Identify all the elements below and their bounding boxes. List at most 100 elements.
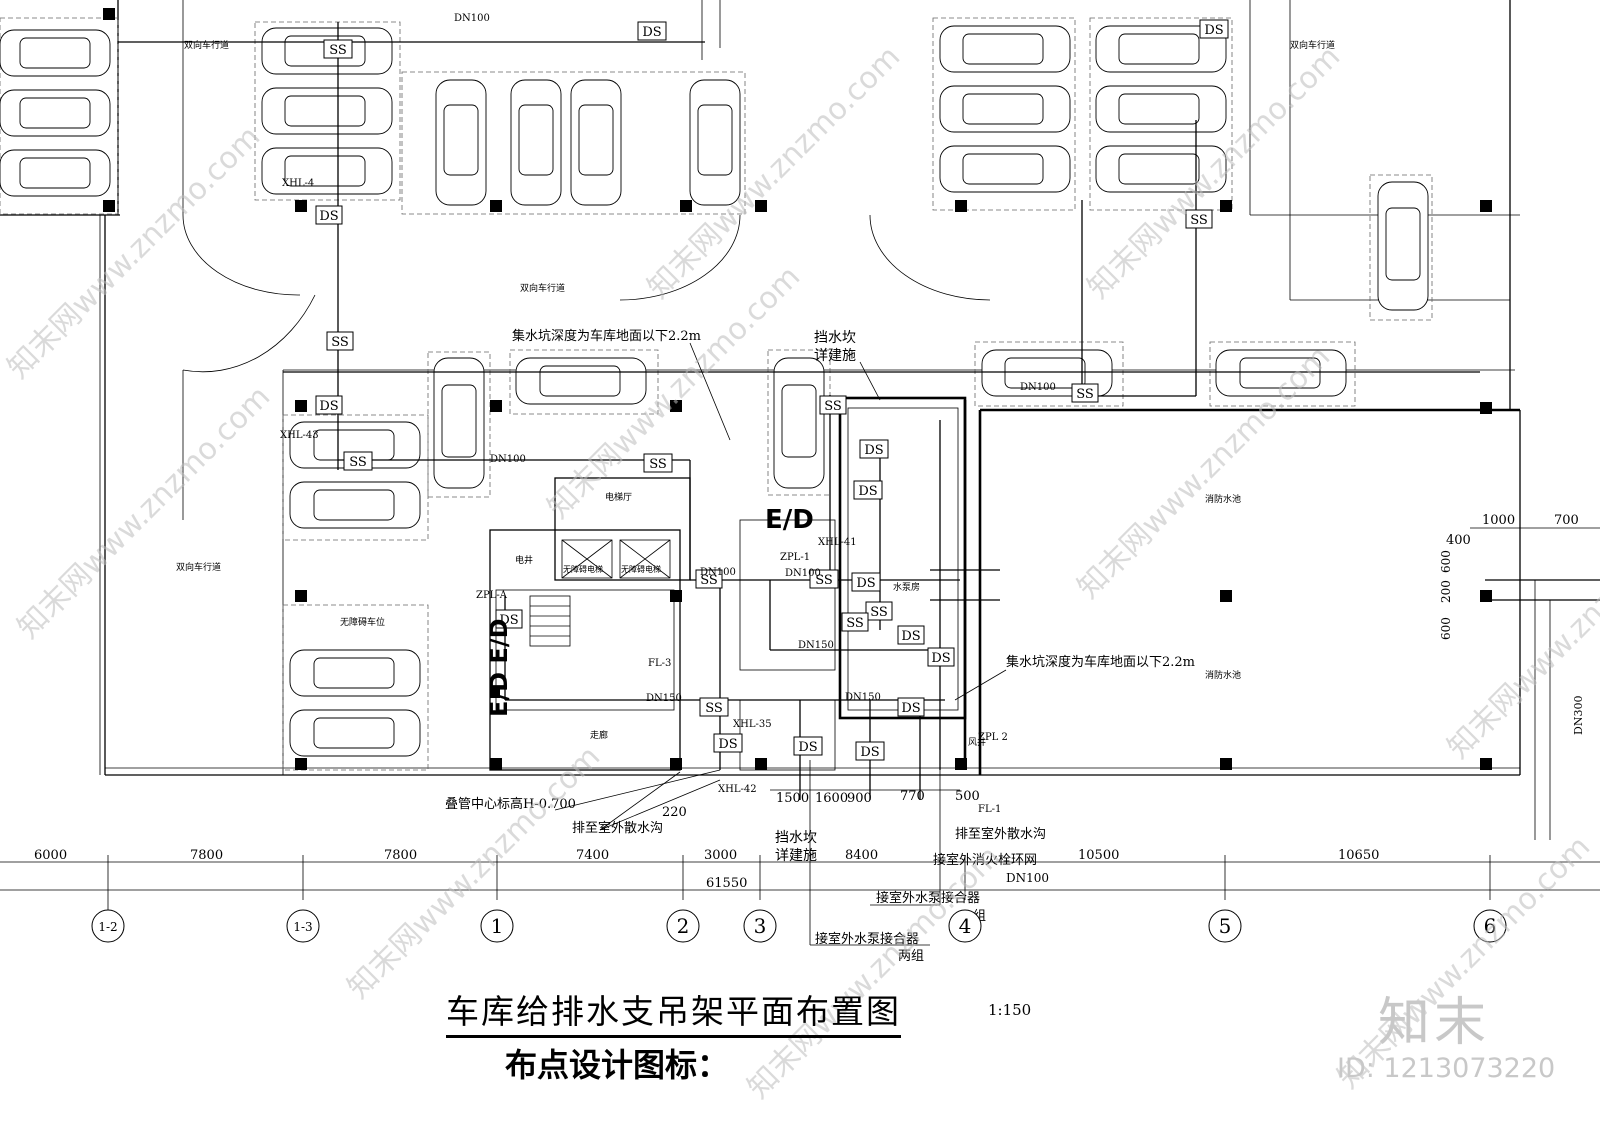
car-icon: [773, 357, 825, 489]
car-icon: [689, 79, 741, 206]
svg-text:DN100: DN100: [1006, 871, 1049, 885]
ds-tag: DS: [713, 733, 743, 753]
brand-logo: 知末: [1378, 993, 1491, 1053]
car-icon: [289, 481, 421, 529]
svg-text:SS: SS: [1076, 387, 1094, 402]
car-icon: [0, 29, 111, 77]
ss-tag: SS: [1185, 209, 1213, 229]
ss-tag: SS: [326, 331, 354, 351]
car-icon: [939, 25, 1071, 73]
svg-text:1500: 1500: [776, 791, 809, 806]
svg-text:DN100: DN100: [785, 568, 821, 579]
svg-text:7400: 7400: [576, 848, 609, 863]
drawing-title: 车库给排水支吊架平面布置图: [446, 985, 901, 1038]
svg-text:电井: 电井: [515, 554, 533, 566]
svg-text:DS: DS: [1204, 23, 1223, 38]
svg-text:详建施: 详建施: [814, 348, 856, 364]
svg-text:走廊: 走廊: [590, 729, 608, 741]
ss-tag: SS: [809, 569, 839, 589]
svg-text:1-3: 1-3: [293, 920, 312, 934]
svg-text:SS: SS: [846, 616, 864, 631]
svg-text:排至室外散水沟: 排至室外散水沟: [955, 826, 1046, 842]
car-icon: [435, 79, 487, 206]
svg-text:知末网www.znzmo.com: 知末网www.znzmo.com: [11, 379, 277, 645]
svg-text:详建施: 详建施: [775, 848, 817, 864]
ss-tag: SS: [695, 569, 723, 589]
legend-title: 布点设计图标：: [505, 1046, 730, 1084]
svg-text:4: 4: [959, 914, 972, 938]
columns: [103, 8, 1492, 770]
svg-text:DS: DS: [856, 576, 875, 591]
svg-text:SS: SS: [329, 43, 347, 58]
svg-text:ZPL-A: ZPL-A: [476, 590, 508, 601]
svg-text:SS: SS: [815, 573, 833, 588]
svg-text:SS: SS: [705, 701, 723, 716]
ss-tag: SS: [323, 39, 353, 59]
svg-text:3000: 3000: [704, 848, 737, 863]
svg-text:SS: SS: [824, 399, 842, 414]
svg-text:10500: 10500: [1078, 848, 1119, 863]
svg-text:E/D E/D: E/D E/D: [485, 618, 513, 717]
car-icon: [570, 79, 622, 206]
axis-bubbles: 1-2 1-3 1 2 3 4 5 6: [91, 900, 1507, 943]
svg-text:集水坑深度为车库地面以下2.2m: 集水坑深度为车库地面以下2.2m: [512, 328, 701, 344]
ss-tag: SS: [819, 395, 847, 415]
svg-text:消防水池: 消防水池: [1205, 669, 1241, 681]
svg-text:DS: DS: [319, 399, 338, 414]
parking-stalls: [0, 17, 1433, 771]
svg-text:FL-3: FL-3: [648, 658, 671, 669]
ss-tag: SS: [841, 612, 869, 632]
svg-text:ZPL-1: ZPL-1: [780, 552, 810, 563]
title-block: 车库给排水支吊架平面布置图 1:150: [440, 985, 1060, 1045]
ds-tag: DS: [897, 625, 925, 645]
car-icon: [939, 85, 1071, 133]
svg-text:500: 500: [955, 789, 980, 804]
car-icon: [515, 357, 647, 405]
car-icon: [1215, 349, 1347, 397]
svg-text:DS: DS: [858, 484, 877, 499]
svg-text:600: 600: [1439, 617, 1453, 640]
ss-tag: SS: [699, 697, 729, 717]
svg-text:DS: DS: [642, 25, 661, 40]
drawing-scale: 1:150: [988, 1001, 1032, 1019]
svg-text:双向车行道: 双向车行道: [1290, 39, 1335, 51]
car-icon: [289, 421, 421, 469]
svg-text:双向车行道: 双向车行道: [176, 561, 221, 573]
ds-tag: DS: [859, 439, 889, 459]
svg-text:风井: 风井: [968, 736, 986, 748]
svg-text:接室外水泵接合器: 接室外水泵接合器: [815, 931, 919, 947]
svg-text:1600: 1600: [815, 791, 848, 806]
svg-text:SS: SS: [870, 605, 888, 620]
ss-tag: SS: [343, 451, 373, 471]
svg-text:排至室外散水沟: 排至室外散水沟: [572, 820, 663, 836]
svg-text:220: 220: [662, 805, 687, 820]
svg-text:400: 400: [1446, 533, 1471, 548]
svg-text:DS: DS: [499, 613, 518, 628]
core-rooms: [489, 396, 967, 771]
svg-text:消防水池: 消防水池: [1205, 493, 1241, 505]
svg-text:知末网www.znzmo.com: 知末网www.znzmo.com: [741, 839, 1007, 1105]
svg-text:XHL-43: XHL-43: [280, 430, 319, 441]
car-icon: [289, 649, 421, 697]
svg-text:知末网www.znzmo.com: 知末网www.znzmo.com: [341, 739, 607, 1005]
car-icon: [1095, 145, 1227, 193]
car-icon: [1095, 25, 1227, 73]
svg-text:DN150: DN150: [646, 693, 682, 704]
car-icon: [0, 89, 111, 137]
svg-text:ZPL 2: ZPL 2: [978, 732, 1008, 743]
svg-text:接室外水泵接合器: 接室外水泵接合器: [876, 890, 980, 906]
ds-tag: DS: [1199, 19, 1229, 39]
svg-text:1-2: 1-2: [98, 920, 117, 934]
svg-text:3: 3: [754, 914, 767, 938]
car-icon: [0, 149, 111, 197]
svg-text:双向车行道: 双向车行道: [184, 39, 229, 51]
svg-text:700: 700: [1554, 513, 1579, 528]
svg-text:5: 5: [1219, 914, 1232, 938]
car-icon: [433, 357, 485, 489]
svg-text:DS: DS: [901, 701, 920, 716]
ss-tag: SS: [643, 453, 673, 473]
svg-text:DS: DS: [718, 737, 737, 752]
svg-text:无障碍电梯: 无障碍电梯: [563, 564, 603, 574]
svg-text:水泵房: 水泵房: [893, 581, 920, 593]
svg-text:XHL-4: XHL-4: [282, 178, 314, 189]
